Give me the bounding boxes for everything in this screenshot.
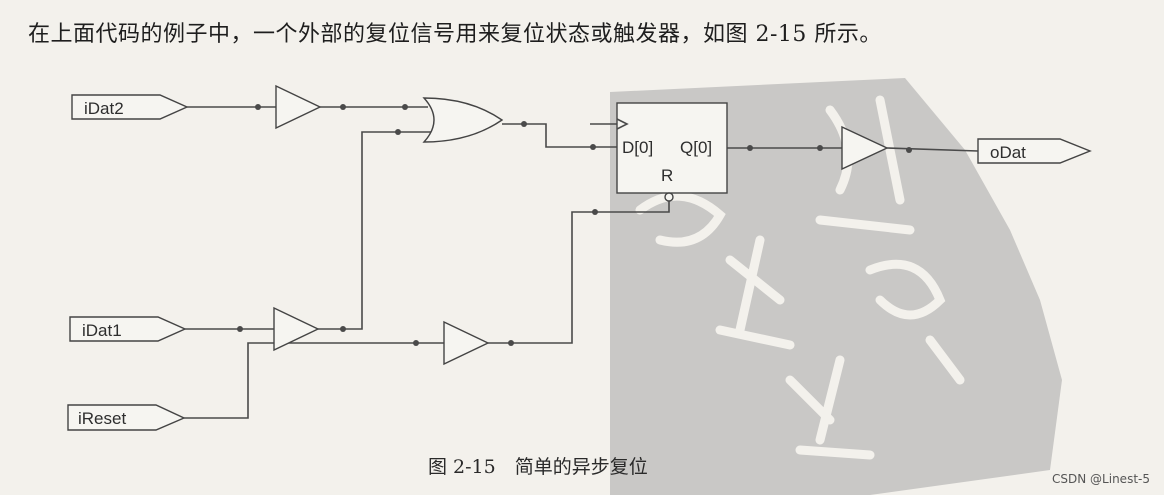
reset-inversion-bubble — [664, 192, 674, 202]
figure-caption: 图 2-15 简单的异步复位 — [428, 456, 648, 478]
port-odat-label: oDat — [990, 143, 1026, 162]
port-odat: oDat — [977, 138, 1092, 164]
credit-watermark: CSDN @Linest-5 — [1052, 472, 1150, 486]
flip-flop-q-label: Q[0] — [680, 138, 712, 157]
port-idat2-label: iDat2 — [84, 99, 124, 118]
port-idat1-label: iDat1 — [82, 321, 122, 340]
or-gate — [422, 97, 504, 143]
port-idat1: iDat1 — [69, 316, 187, 342]
buffer-gate-output — [841, 125, 889, 171]
buffer-gate-ireset — [443, 320, 490, 366]
flip-flop-d-label: D[0] — [622, 138, 653, 157]
port-ireset-label: iReset — [78, 409, 126, 428]
port-ireset: iReset — [67, 404, 186, 431]
port-idat2: iDat2 — [71, 94, 189, 120]
flip-flop-r-label: R — [661, 166, 673, 185]
flip-flop: D[0] Q[0] R — [616, 102, 728, 202]
buffer-gate-idat1 — [273, 306, 320, 352]
wires — [184, 106, 979, 419]
buffer-gate-idat2 — [275, 84, 322, 130]
junction-dots — [237, 104, 912, 346]
intro-paragraph: 在上面代码的例子中，一个外部的复位信号用来复位状态或触发器，如图 2-15 所示… — [28, 22, 882, 47]
